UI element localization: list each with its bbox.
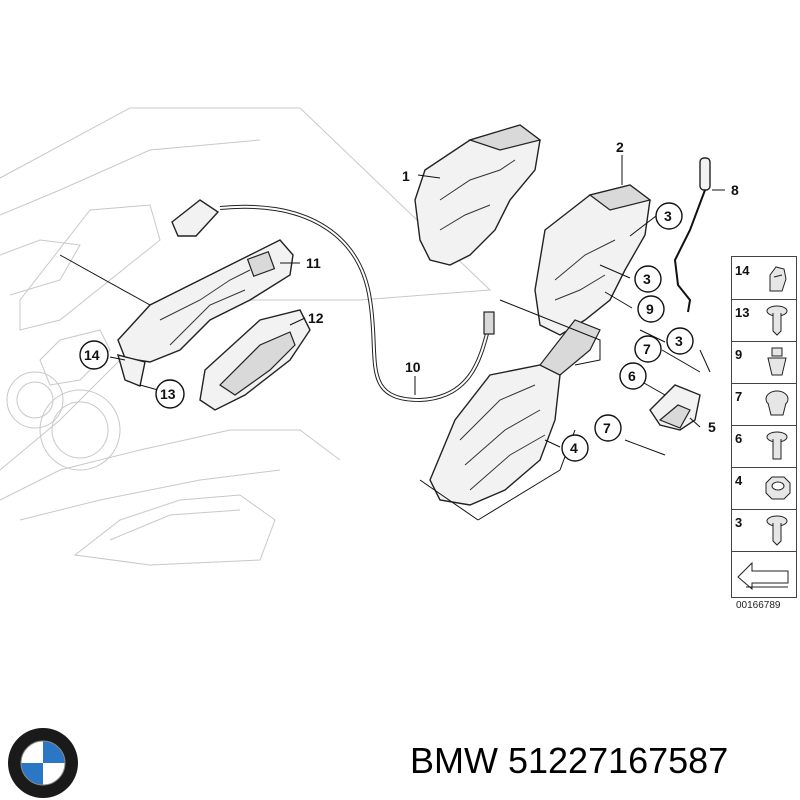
door-lock-2 <box>534 184 652 336</box>
callout-6: 6 <box>628 368 636 384</box>
door-lock-1 <box>414 124 542 266</box>
callout-9-bubble <box>637 295 665 323</box>
callout-3-middle: 3 <box>643 271 651 287</box>
handle-bezel <box>199 309 311 411</box>
legend-number: 13 <box>735 305 750 320</box>
reference-code: 00166789 <box>736 600 781 611</box>
fastener-legend: 14 13 9 7 6 4 <box>731 256 797 598</box>
callout-3-bottom: 3 <box>675 333 683 349</box>
inner-door-handle <box>116 239 294 387</box>
arrow-icon <box>737 561 789 591</box>
legend-item: 4 <box>732 467 796 510</box>
legend-number: 4 <box>735 473 743 488</box>
legend-number: 9 <box>735 347 743 362</box>
actuator-rod <box>673 157 711 313</box>
callout-3-middle-bubble <box>634 265 662 293</box>
callout-6-bubble <box>619 362 647 390</box>
legend-footer <box>732 551 796 597</box>
legend-item: 14 <box>732 257 796 300</box>
callout-5: 5 <box>708 419 716 435</box>
clip-icon <box>769 266 787 292</box>
callout-7-top-bubble <box>634 335 662 363</box>
bmw-logo <box>8 728 78 798</box>
callout-4: 4 <box>570 440 578 456</box>
callout-labels: 1 2 8 11 12 10 5 3 3 9 3 7 6 7 4 14 13 <box>79 139 739 462</box>
legend-item: 3 <box>732 509 796 552</box>
callout-13-bubble <box>155 379 185 409</box>
door-outline <box>0 107 492 566</box>
legend-item: 7 <box>732 383 796 426</box>
callout-7-top: 7 <box>643 341 651 357</box>
expanding-rivet-icon <box>767 347 787 376</box>
leader-lines <box>59 155 725 448</box>
legend-number: 14 <box>735 263 750 278</box>
callout-4-bubble <box>561 434 589 462</box>
callout-7-bottom: 7 <box>603 420 611 436</box>
callout-7-bottom-bubble <box>594 414 622 442</box>
page-title: BMW 51227167587 <box>410 740 729 781</box>
callout-8: 8 <box>731 182 739 198</box>
hex-nut-icon <box>765 476 791 500</box>
bracket <box>624 349 711 456</box>
legend-item: 9 <box>732 341 796 384</box>
lock-actuator <box>419 299 601 521</box>
callout-3-bubble <box>655 202 683 230</box>
torx-screw-icon <box>766 431 788 460</box>
plug-icon <box>765 390 789 416</box>
legend-item: 13 <box>732 299 796 342</box>
callout-3-bottom-bubble <box>666 327 694 355</box>
legend-item: 6 <box>732 425 796 468</box>
bowden-cable <box>171 199 495 403</box>
screw-icon <box>766 305 788 336</box>
screw-icon <box>766 515 788 546</box>
callout-14: 14 <box>84 347 100 363</box>
callout-13: 13 <box>160 386 176 402</box>
callout-14-bubble <box>79 340 109 370</box>
callout-10: 10 <box>405 359 421 375</box>
callout-1: 1 <box>402 168 410 184</box>
callout-11: 11 <box>306 255 321 271</box>
legend-number: 6 <box>735 431 743 446</box>
legend-number: 7 <box>735 389 743 404</box>
callout-3-top: 3 <box>664 208 672 224</box>
legend-number: 3 <box>735 515 743 530</box>
callout-2: 2 <box>616 139 624 155</box>
callout-9: 9 <box>646 301 654 317</box>
callout-12: 12 <box>308 310 324 326</box>
